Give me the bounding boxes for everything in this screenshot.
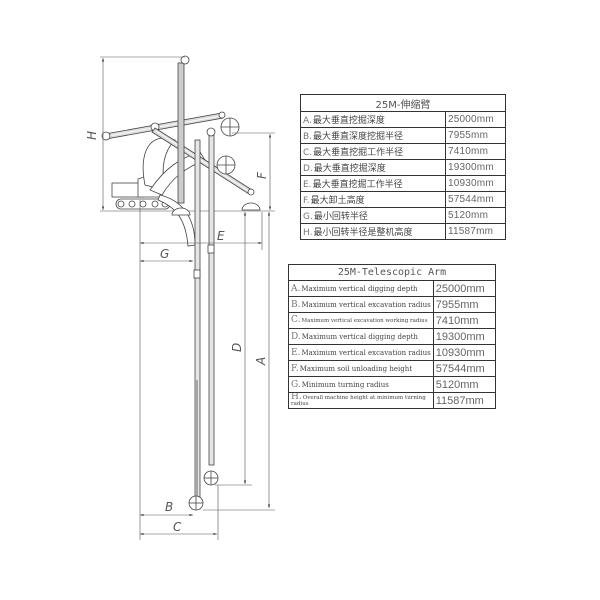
table-row: D.最大垂直挖掘深度 19300mm [300,159,506,176]
row-value: 7410mm [445,143,506,160]
row-letter: E. [303,180,312,190]
table-row: C.最大垂直挖掘工作半径 7410mm [300,143,506,160]
row-letter: B. [291,299,301,310]
table-row: F.最大卸土高度 57544mm [300,191,506,208]
grab-bucket-lowered-icon [188,470,219,511]
grab-bucket-icon [171,117,261,216]
table-row: H.Overall machine height at minimum turn… [288,392,497,409]
row-value: 7955mm [445,127,506,144]
row-label: Maximum soil unloading height [299,364,413,373]
excavator-boom [142,137,206,247]
row-letter: F. [303,196,310,206]
table-row: E.最大垂直挖掘工作半径 10930mm [300,175,506,192]
row-value: 5120mm [445,207,506,224]
row-value: 57544mm [432,360,497,377]
row-letter: E. [291,347,301,358]
row-value: 7955mm [432,296,497,313]
dim-label-a: A [254,357,268,366]
row-label: Maximum vertical excavation radius [301,348,431,357]
row-letter: F. [291,363,299,374]
row-letter: D. [303,164,313,174]
row-label: 最大垂直深度挖掘半径 [313,132,404,142]
dim-label-b: B [165,500,173,514]
row-label: Maximum vertical excavation working radi… [301,318,428,324]
row-letter: B. [303,132,313,142]
telescopic-arm-lowered-left [193,139,201,505]
dim-label-h: H [85,131,99,140]
table-title: 25M-Telescopic Arm [288,264,496,281]
table-row: G.最小回转半径 5120mm [300,207,506,224]
row-value: 7410mm [432,312,497,329]
row-letter: A. [291,283,301,294]
row-value: 19300mm [432,328,497,345]
row-value: 11587mm [432,392,497,409]
row-letter: C. [303,148,313,158]
table-row: B.最大垂直深度挖掘半径 7955mm [300,127,506,144]
row-letter: C. [291,315,301,325]
row-letter: D. [291,331,301,342]
table-row: A.最大垂直挖掘深度 25000mm [300,111,506,128]
row-value: 10930mm [445,175,506,192]
table-row: D.Maximum vertical digging depth 19300mm [288,328,497,345]
row-label: Maximum vertical excavation radius [301,300,431,309]
row-value: 11587mm [445,223,506,240]
row-label: 最大垂直挖掘工作半径 [312,180,403,190]
telescopic-arm-lowered-right [206,127,216,466]
row-label: 最大垂直挖掘深度 [313,164,386,174]
row-value: 10930mm [432,344,497,361]
table-row: C.Maximum vertical excavation working ra… [288,312,497,329]
row-letter: H. [291,392,302,402]
row-value: 19300mm [445,159,506,176]
dim-label-g: G [160,247,169,261]
row-label: Minimum turning radius [301,380,389,389]
row-value: 25000mm [445,111,506,128]
row-label: 最大垂直挖掘深度 [312,116,385,126]
dim-label-f: F [255,171,269,179]
row-letter: G. [303,212,313,222]
row-label: 最小回转半径是整机高度 [313,228,413,238]
dimension-lines [100,56,275,540]
dim-label-d: D [230,343,244,352]
dim-label-c: C [173,520,182,534]
table-title: 25M-伸缩臂 [300,94,506,112]
row-label: 最大垂直挖掘工作半径 [313,148,404,158]
row-value: 25000mm [432,280,497,297]
table-row: G.Minimum turning radius 5120mm [288,376,497,393]
row-value: 5120mm [432,376,497,393]
row-value: 57544mm [445,191,506,208]
row-label: 最大卸土高度 [310,196,365,206]
table-row: A.Maximum vertical digging depth 25000mm [288,280,497,297]
row-label: 最小回转半径 [313,212,368,222]
table-row: F.Maximum soil unloading height 57544mm [288,360,497,377]
dim-label-e: E [217,229,225,243]
row-letter: A. [303,116,312,126]
row-label: Maximum vertical digging depth [301,284,418,293]
row-label: Overall machine height at minimum turnin… [291,395,426,407]
spec-table-english: 25M-Telescopic Arm A.Maximum vertical di… [288,264,497,409]
telescopic-arm-vertical-raised [177,55,190,204]
row-letter: H. [303,228,313,238]
table-row: H.最小回转半径是整机高度 11587mm [300,223,506,240]
row-label: Maximum vertical digging depth [301,332,418,341]
row-letter: G. [291,379,301,390]
